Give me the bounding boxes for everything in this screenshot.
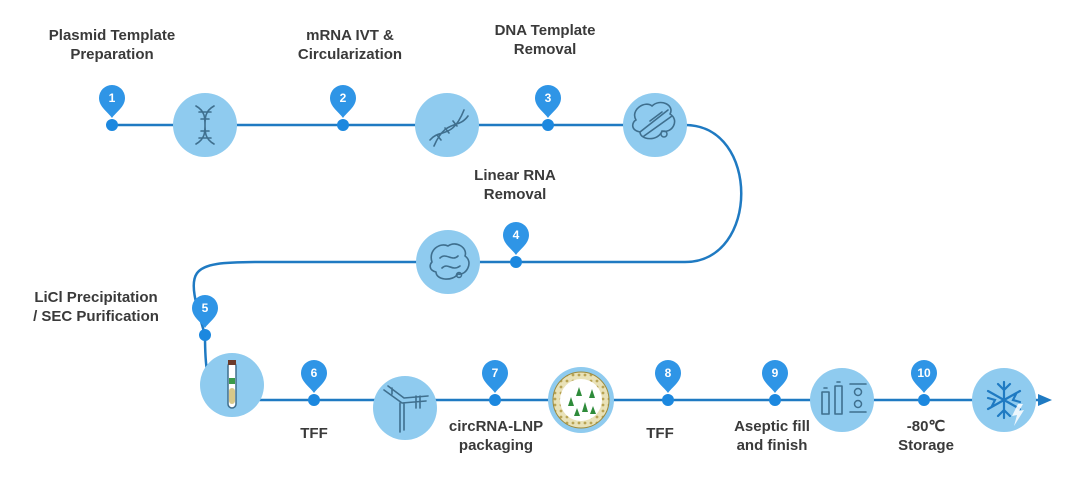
step-label-line: circRNA-LNP	[449, 418, 543, 435]
step-label-line: packaging	[459, 437, 533, 454]
step-label: LiCl Precipitation / SEC Purification	[33, 289, 159, 325]
step-label-line: Removal	[514, 41, 577, 58]
step-label-line: Linear RNA	[474, 167, 556, 184]
arrow-head-icon	[1038, 394, 1052, 406]
step-label: -80℃ Storage	[898, 418, 954, 454]
step-number: 10	[917, 366, 931, 380]
tff-filter-icon	[373, 376, 437, 440]
step-label-line: TFF	[300, 425, 328, 442]
step-label-line: TFF	[646, 425, 674, 442]
step-label-line: Preparation	[70, 46, 153, 63]
step-marker-icon	[503, 222, 529, 255]
step-dot	[769, 394, 781, 406]
step-dot	[337, 119, 349, 131]
step-number: 3	[545, 91, 552, 105]
step-number: 2	[340, 91, 347, 105]
step-label: Aseptic fill and finish	[734, 418, 810, 454]
step-label: TFF	[646, 425, 674, 442]
step-label: Linear RNA Removal	[474, 167, 556, 203]
step-label-line: Aseptic fill	[734, 418, 810, 435]
step-label-line: LiCl Precipitation	[34, 289, 157, 306]
step-number: 8	[665, 366, 672, 380]
step-dot	[918, 394, 930, 406]
step-marker-icon	[535, 85, 561, 118]
step-number: 7	[492, 366, 499, 380]
lnp-particle-icon	[548, 367, 614, 433]
step-label-line: Removal	[484, 186, 547, 203]
step-dot	[489, 394, 501, 406]
step-10: 10 -80℃ Storage	[898, 360, 954, 454]
step-label-line: and finish	[737, 437, 808, 454]
step-marker-icon	[192, 295, 218, 328]
step-dot	[662, 394, 674, 406]
test-tube-icon	[200, 353, 264, 417]
dna-strand-icon	[415, 93, 479, 157]
step-marker-icon	[911, 360, 937, 393]
step-number: 5	[202, 301, 209, 315]
rna-tangle-icon	[416, 230, 480, 294]
step-marker-icon	[301, 360, 327, 393]
step-number: 6	[311, 366, 318, 380]
step-label: TFF	[300, 425, 328, 442]
step-marker-icon	[99, 85, 125, 118]
step-label-line: DNA Template	[495, 22, 596, 39]
step-number: 4	[513, 228, 520, 242]
step-label-line: mRNA IVT &	[306, 27, 394, 44]
vials-icon	[810, 368, 874, 432]
step-5: 5 LiCl Precipitation / SEC Purification	[33, 289, 218, 341]
dna-helix-icon	[173, 93, 237, 157]
step-dot	[510, 256, 522, 268]
step-label-line: Storage	[898, 437, 954, 454]
step-dot	[106, 119, 118, 131]
step-number: 9	[772, 366, 779, 380]
flow-path	[112, 123, 1045, 402]
step-label-line: Plasmid Template	[49, 27, 175, 44]
step-dot	[199, 329, 211, 341]
step-4: 4 Linear RNA Removal	[474, 167, 556, 268]
step-dot	[542, 119, 554, 131]
snowflake-icon	[972, 368, 1036, 432]
step-label-line: / SEC Purification	[33, 308, 159, 325]
step-marker-icon	[655, 360, 681, 393]
enzyme-cutting-icon	[623, 93, 687, 157]
step-label: mRNA IVT & Circularization	[298, 27, 402, 63]
step-marker-icon	[762, 360, 788, 393]
step-2: 2 mRNA IVT & Circularization	[298, 27, 402, 131]
step-7: 7 circRNA-LNP packaging	[449, 360, 543, 454]
step-number: 1	[109, 91, 116, 105]
step-marker-icon	[482, 360, 508, 393]
step-label-line: Circularization	[298, 46, 402, 63]
step-dot	[308, 394, 320, 406]
step-marker-icon	[330, 85, 356, 118]
step-label: circRNA-LNP packaging	[449, 418, 543, 454]
step-label-line: -80℃	[907, 418, 946, 435]
